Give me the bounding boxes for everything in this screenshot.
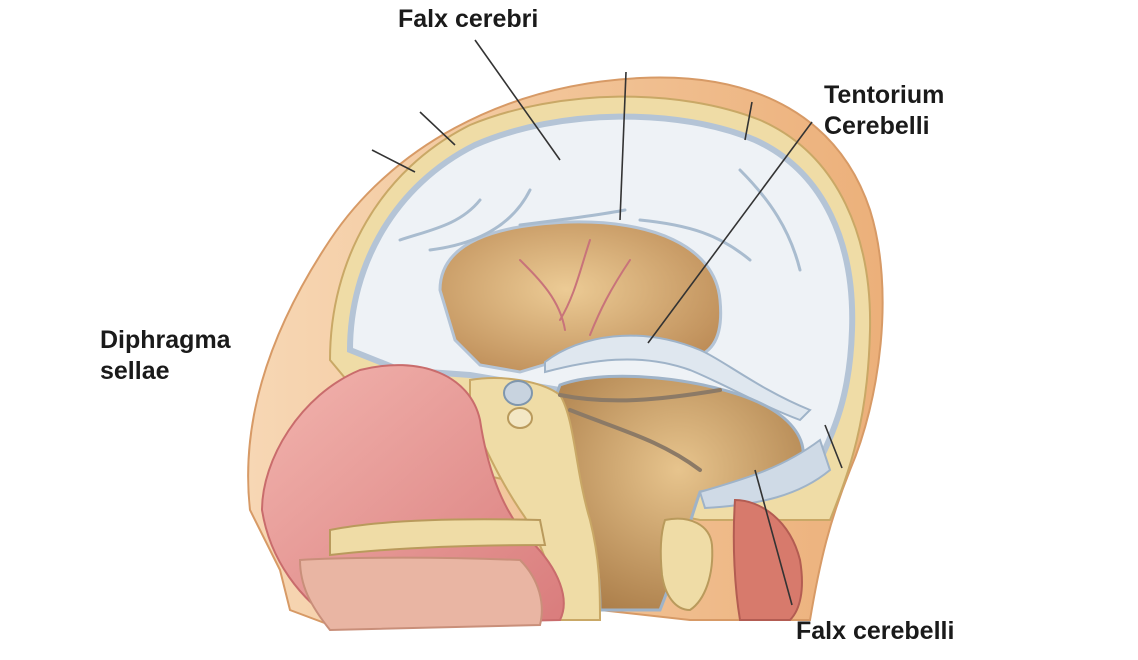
hard-palate (329, 518, 547, 557)
oral-region (298, 556, 543, 632)
label-tentorium-line-1: Tentorium (824, 81, 945, 109)
label-tentorium-cerebelli: Tentorium Cerebelli (824, 80, 944, 142)
cervical-vertebra (659, 517, 714, 612)
leader-lines (371, 39, 843, 606)
leader-falx-cerebri-2 (619, 71, 627, 221)
pituitary-gland (503, 380, 533, 406)
cortical-vessels (398, 168, 802, 272)
label-diaphragma-line-1: Diphragma (100, 326, 231, 354)
leader-tentorium (647, 121, 813, 344)
leader-scalp-2 (371, 149, 416, 173)
label-diaphragma-sellae: Diphragma sellae (100, 325, 231, 387)
sella-turcica (507, 407, 533, 429)
label-tentorium-line-2: Cerebelli (824, 112, 930, 140)
leader-scalp-3 (744, 101, 753, 141)
leader-falx-cerebri (474, 39, 561, 161)
leader-falx-cerebelli (754, 469, 793, 606)
label-falx-cerebri: Falx cerebri (398, 4, 538, 35)
label-falx-cerebri-text: Falx cerebri (398, 5, 539, 33)
tentorium-cerebelli-membrane (544, 334, 812, 422)
label-falx-cerebelli-text: Falx cerebelli (796, 617, 955, 645)
label-falx-cerebelli: Falx cerebelli (796, 616, 954, 647)
leader-falx-cerebelli-2 (824, 424, 843, 469)
leader-scalp-1 (419, 111, 456, 146)
neck-muscle (732, 498, 803, 621)
internal-vessels (558, 388, 722, 472)
cerebral-arteries (519, 239, 631, 336)
label-diaphragma-line-2: sellae (100, 357, 170, 385)
